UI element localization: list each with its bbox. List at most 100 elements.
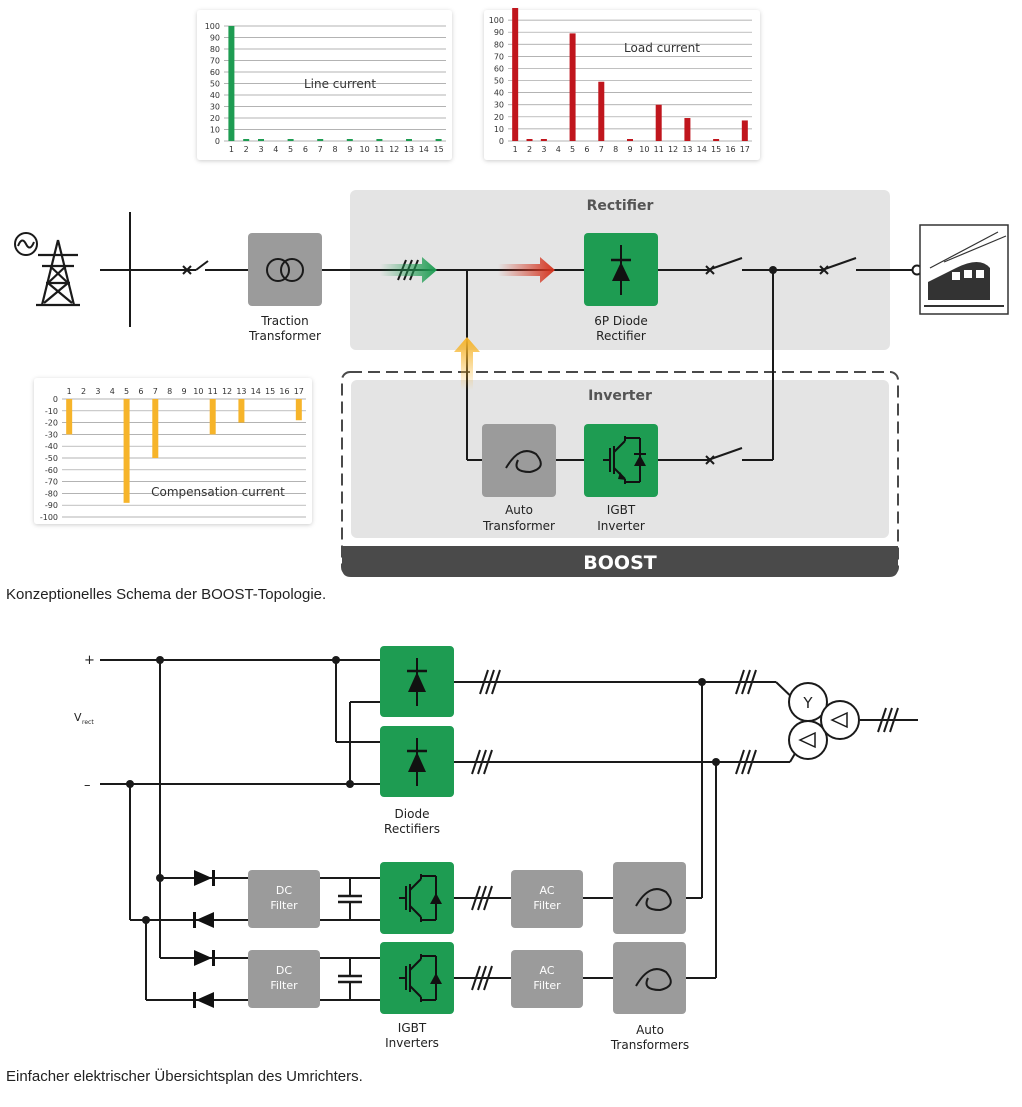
block-label: Transformer — [248, 329, 321, 343]
auto-transformer-box — [482, 424, 556, 497]
y-tick-label: 40 — [494, 89, 504, 98]
y-tick-label: 100 — [489, 16, 504, 25]
x-tick-label: 10 — [639, 145, 649, 154]
igbt-inverter-blocks: IGBT Inverters — [380, 862, 454, 1050]
delta-symbol — [830, 711, 848, 729]
x-tick-label: 5 — [124, 387, 129, 396]
chart-card — [197, 10, 452, 160]
delta-symbol — [798, 731, 816, 749]
y-tick-label: 0 — [53, 395, 58, 404]
dc-filter-box — [248, 950, 320, 1008]
bar — [228, 26, 235, 141]
block-label: IGBT — [607, 503, 636, 517]
dc-filter-label: Filter — [270, 899, 298, 912]
switch-icon — [707, 257, 743, 271]
overview-caption: Einfacher elektrischer Übersichtsplan de… — [6, 1068, 363, 1085]
transformer-icon — [266, 258, 304, 282]
x-tick-label: 12 — [222, 387, 232, 396]
y-tick-label: 40 — [210, 91, 220, 100]
dc-filter-label: DC — [276, 964, 292, 977]
switch-icon — [707, 447, 743, 461]
block-label: IGBT — [398, 1021, 427, 1035]
diagram2-labels: + – V rect — [74, 653, 95, 793]
vrect-label: V — [74, 711, 82, 724]
block-label: Rectifier — [596, 329, 646, 343]
x-tick-label: 8 — [332, 145, 337, 154]
plus-label: + — [84, 653, 95, 668]
auto-transformer-icon — [505, 450, 542, 474]
chart-card — [484, 10, 760, 160]
ac-filter-label: Filter — [533, 979, 561, 992]
dc-filter-label: Filter — [270, 979, 298, 992]
minus-label: – — [84, 778, 91, 793]
x-tick-label: 7 — [599, 145, 604, 154]
x-tick-label: 6 — [303, 145, 308, 154]
dc-filter-label: DC — [276, 884, 292, 897]
x-tick-label: 17 — [294, 387, 304, 396]
x-tick-label: 11 — [208, 387, 218, 396]
rectifier-title: Rectifier — [587, 198, 654, 214]
x-tick-label: 15 — [265, 387, 275, 396]
y-tick-label: 30 — [210, 103, 220, 112]
bar — [317, 139, 324, 141]
x-tick-label: 2 — [81, 387, 86, 396]
x-tick-label: 9 — [347, 145, 352, 154]
x-tick-label: 14 — [697, 145, 707, 154]
bar — [627, 139, 633, 141]
y-tick-label: 100 — [205, 22, 220, 31]
dc-filter-blocks: DC Filter DC Filter — [248, 870, 320, 1008]
topology-caption: Konzeptionelles Schema der BOOST-Topolog… — [6, 586, 327, 603]
block-label: Auto — [505, 503, 533, 517]
chart-title: Load current — [624, 41, 700, 55]
y-tick-label: -90 — [45, 501, 58, 510]
x-tick-label: 15 — [711, 145, 721, 154]
y-tick-label: 20 — [494, 113, 504, 122]
ac-filter-blocks: AC Filter AC Filter — [511, 870, 583, 1008]
x-tick-label: 3 — [541, 145, 546, 154]
wye-delta-transformer-icon: Y — [788, 682, 860, 760]
x-tick-label: 16 — [725, 145, 735, 154]
y-tick-label: 80 — [210, 45, 220, 54]
diode-rectifier-blocks: Diode Rectifiers — [380, 646, 454, 836]
igbt-arrow — [618, 472, 626, 480]
y-tick-label: -60 — [45, 466, 58, 475]
bar — [540, 139, 547, 141]
x-tick-label: 11 — [374, 145, 384, 154]
traction-transformer-block: Traction Transformer — [248, 233, 322, 343]
diode-icon — [611, 245, 631, 295]
inverter-box — [380, 942, 454, 1014]
bar — [526, 139, 533, 141]
y-tick-label: -80 — [45, 489, 58, 498]
x-tick-label: 2 — [527, 145, 532, 154]
bar — [569, 33, 576, 141]
x-tick-label: 3 — [95, 387, 100, 396]
y-tick-label: 90 — [494, 28, 504, 37]
bar — [258, 139, 264, 141]
y-tick-label: 60 — [210, 68, 220, 77]
y-tick-label: 70 — [494, 52, 504, 61]
y-tick-label: -40 — [45, 442, 58, 451]
bar — [243, 139, 250, 141]
ac-filter-label: AC — [539, 884, 554, 897]
y-tick-label: -100 — [40, 513, 58, 522]
x-tick-label: 9 — [181, 387, 186, 396]
ac-filter-label: AC — [539, 964, 554, 977]
auto-transformer-box — [613, 942, 686, 1014]
bar — [376, 139, 383, 141]
y-tick-label: -20 — [45, 419, 58, 428]
block-label: Transformer — [482, 519, 555, 533]
boost-bar — [342, 546, 898, 577]
y-tick-label: -70 — [45, 478, 58, 487]
bar — [598, 81, 605, 141]
bar — [684, 118, 691, 141]
block-label: Auto — [636, 1023, 664, 1037]
y-tick-label: 90 — [210, 34, 220, 43]
bar — [741, 120, 748, 141]
train-icon — [919, 224, 1009, 315]
x-tick-label: 4 — [110, 387, 115, 396]
transformer-box — [248, 233, 322, 306]
x-tick-label: 9 — [627, 145, 632, 154]
